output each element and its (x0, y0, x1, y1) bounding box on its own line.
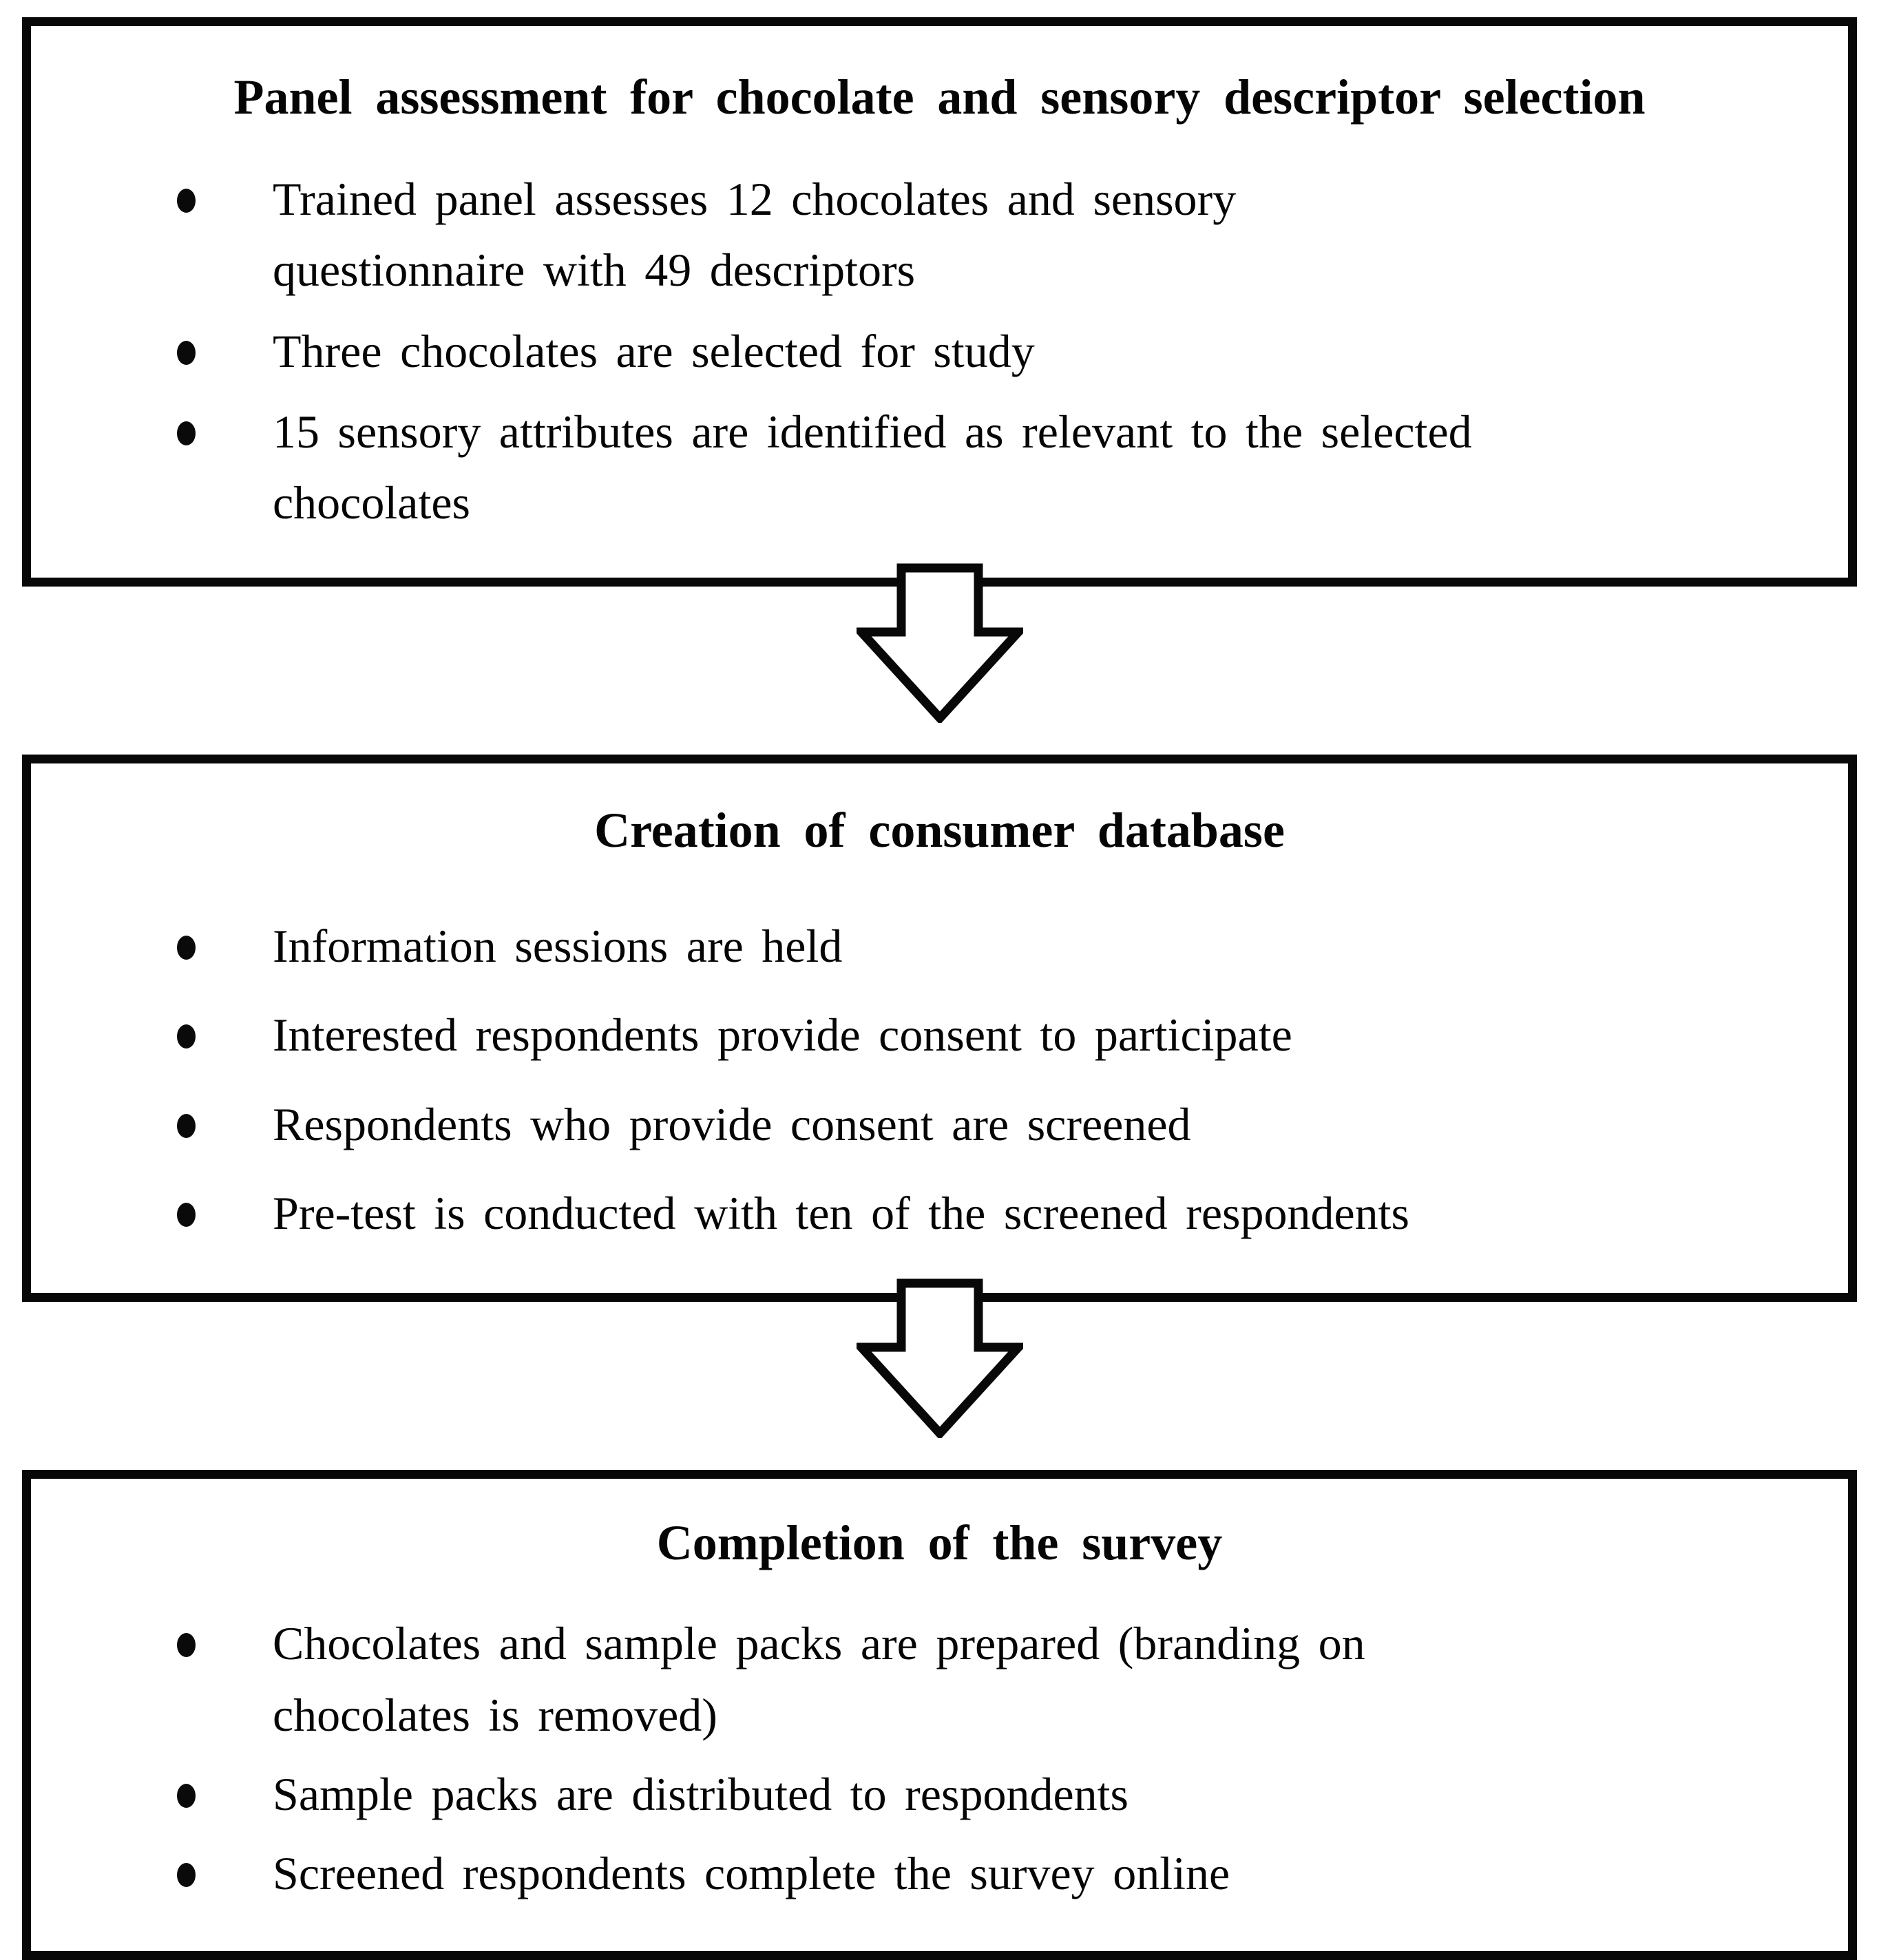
flowchart-figure: Panel assessment for chocolate and senso… (22, 17, 1857, 1960)
bullet-list: Chocolates and sample packs are prepared… (31, 1608, 1848, 1909)
box-title: Panel assessment for chocolate and senso… (233, 70, 1646, 125)
process-box-consumer-database: Creation of consumer database Informatio… (22, 754, 1857, 1303)
list-item: Screened respondents complete the survey… (177, 1838, 1807, 1909)
down-arrow-icon (856, 563, 1023, 723)
bullet-list: Trained panel assesses 12 chocolates and… (31, 164, 1848, 539)
bullet-dot-icon (177, 1783, 196, 1808)
bullet-text: Chocolates and sample packs are prepared… (273, 1617, 1365, 1741)
bullet-text: Information sessions are held (273, 919, 843, 972)
list-item: Interested respondents provide consent t… (177, 1000, 1807, 1071)
bullet-dot-icon (177, 1863, 196, 1888)
bullet-text: Sample packs are distributed to responde… (273, 1767, 1129, 1820)
bullet-text: Three chocolates are selected for study (273, 324, 1035, 377)
list-item: Respondents who provide consent are scre… (177, 1089, 1807, 1160)
bullet-dot-icon (177, 340, 196, 365)
bullet-dot-icon (177, 935, 196, 960)
list-item: Chocolates and sample packs are prepared… (177, 1608, 1807, 1751)
bullet-list: Information sessions are held Interested… (31, 911, 1848, 1249)
list-item: Trained panel assesses 12 chocolates and… (177, 164, 1807, 306)
list-item: Pre-test is conducted with ten of the sc… (177, 1178, 1807, 1249)
list-item: 15 sensory attributes are identified as … (177, 397, 1807, 539)
box-title: Creation of consumer database (594, 802, 1285, 858)
bullet-text: Trained panel assesses 12 chocolates and… (273, 173, 1237, 297)
down-arrow-icon (856, 1278, 1023, 1439)
bullet-dot-icon (177, 421, 196, 446)
bullet-text: Pre-test is conducted with ten of the sc… (273, 1186, 1410, 1239)
bullet-text: Screened respondents complete the survey… (273, 1847, 1230, 1900)
list-item: Sample packs are distributed to responde… (177, 1759, 1807, 1830)
list-item: Three chocolates are selected for study (177, 316, 1807, 387)
bullet-text: Respondents who provide consent are scre… (273, 1097, 1191, 1150)
list-item: Information sessions are held (177, 911, 1807, 982)
box-title: Completion of the survey (656, 1515, 1223, 1571)
bullet-dot-icon (177, 1202, 196, 1227)
bullet-dot-icon (177, 1633, 196, 1658)
bullet-dot-icon (177, 1113, 196, 1138)
bullet-text: Interested respondents provide consent t… (273, 1009, 1292, 1062)
bullet-dot-icon (177, 1024, 196, 1049)
process-box-panel-assessment: Panel assessment for chocolate and senso… (22, 17, 1857, 587)
process-box-survey-completion: Completion of the survey Chocolates and … (22, 1470, 1857, 1960)
bullet-text: 15 sensory attributes are identified as … (273, 405, 1472, 529)
bullet-dot-icon (177, 189, 196, 213)
